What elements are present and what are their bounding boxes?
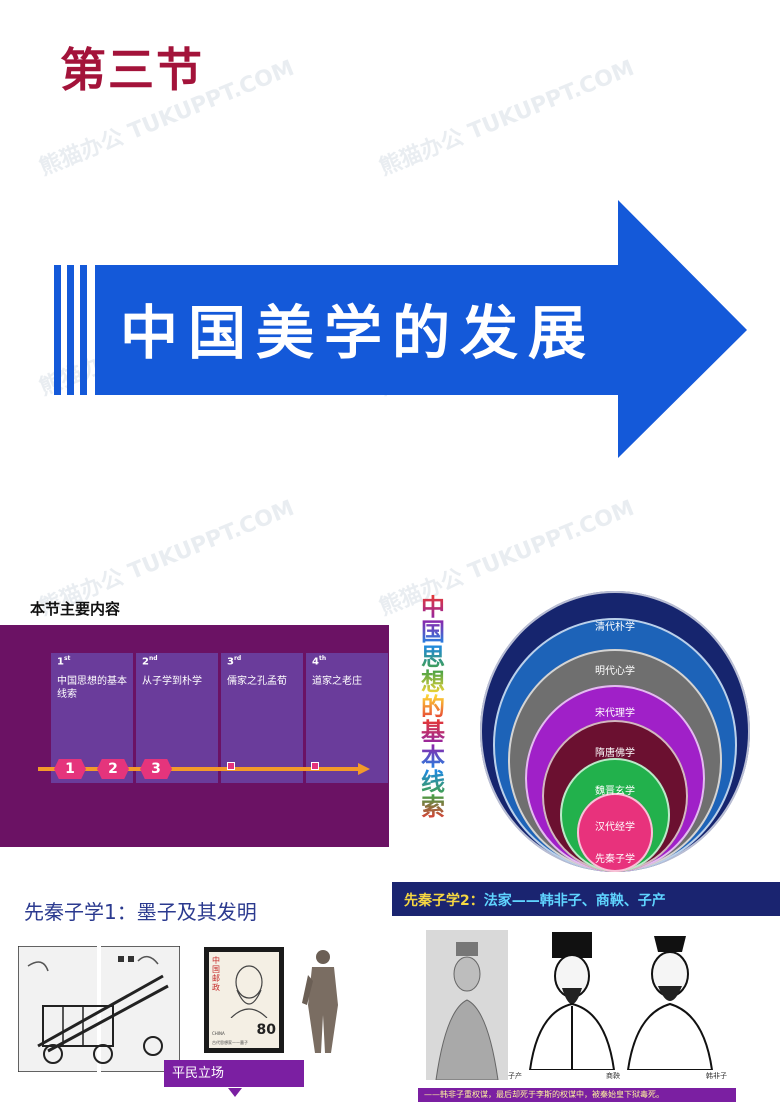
stamp-caption: 古代思想家——墨子 xyxy=(212,1040,248,1045)
portrait-label-hanfeizi: 韩非子 xyxy=(706,1072,727,1080)
shangyang-portrait xyxy=(526,930,618,1070)
hanfeizi-portrait xyxy=(624,930,716,1070)
vertical-title: 中国思想的基本线索 xyxy=(418,595,448,820)
watermark: 熊猫办公 TUKUPPT.COM xyxy=(376,55,638,181)
legalist-title-prefix: 先秦子学2： xyxy=(404,893,484,909)
ring-label: 汉代经学 xyxy=(595,822,635,833)
step-marker-2: 2 xyxy=(97,759,129,779)
portrait-label-zichan: 子产 xyxy=(508,1072,522,1080)
portrait-label-shangyang: 商鞅 xyxy=(606,1072,620,1080)
legalist-title: 先秦子学2：法家——韩非子、商鞅、子产 xyxy=(404,890,666,910)
stamp-brand: CHINA xyxy=(212,1031,225,1036)
mozi-title: 先秦子学1：墨子及其发明 xyxy=(24,900,257,924)
plebeian-stance-tag: 平民立场 xyxy=(164,1060,304,1087)
ordinal: 3 xyxy=(227,656,234,668)
legalist-title-bar xyxy=(392,882,780,916)
stamp-country: 中国邮政 xyxy=(212,956,220,992)
ordinal-suffix: th xyxy=(318,655,327,662)
ring-label: 隋唐佛学 xyxy=(595,748,635,759)
ring-label: 先秦子学 xyxy=(595,854,635,865)
tag-pointer xyxy=(228,1088,242,1097)
step-marker-1: 1 xyxy=(54,759,86,779)
ordinal-suffix: st xyxy=(63,655,71,662)
mozi-statue xyxy=(302,950,338,1053)
ordinal-suffix: rd xyxy=(233,655,242,662)
section-title: 第三节 xyxy=(60,43,204,97)
column-text: 道家之老庄 xyxy=(312,676,362,687)
ordinal: 4 xyxy=(312,656,319,668)
column-text: 中国思想的基本线索 xyxy=(57,676,127,700)
timeline-arrowhead xyxy=(358,763,370,775)
ring-label: 宋代理学 xyxy=(595,708,635,719)
content-column-4: 4th 道家之老庄 xyxy=(306,653,388,783)
ring-7 xyxy=(577,792,653,872)
timeline-dot xyxy=(311,762,319,770)
column-text: 儒家之孔孟荀 xyxy=(227,676,287,687)
ring-label: 清代朴学 xyxy=(595,622,635,633)
timeline-line xyxy=(38,767,363,771)
mozi-portrait xyxy=(230,965,268,1018)
hanfeizi-caption: ——韩非子重权谋，最后却死于李斯的权谋中，被秦始皇下狱毒死。 xyxy=(418,1088,736,1102)
banner-arrow xyxy=(54,200,747,458)
banner-title: 中国美学的发展 xyxy=(120,299,597,367)
stamp-price: 80 xyxy=(256,1022,276,1038)
ordinal-suffix: nd xyxy=(148,655,158,662)
content-column-3: 3rd 儒家之孔孟荀 xyxy=(221,653,303,783)
ring-label: 明代心学 xyxy=(595,666,635,677)
legalist-title-names: 法家——韩非子、商鞅、子产 xyxy=(483,893,666,909)
ordinal: 2 xyxy=(142,656,149,668)
step-marker-3: 3 xyxy=(140,759,172,779)
content-heading: 本节主要内容 xyxy=(30,600,121,618)
siege-machine-drawing xyxy=(18,946,180,1072)
zichan-portrait xyxy=(426,930,508,1080)
ring-label: 魏晋玄学 xyxy=(595,786,635,797)
mozi-stamp: 中国邮政 80 古代思想家——墨子 CHINA xyxy=(204,947,284,1053)
thought-rings: 清代朴学明代心学宋代理学隋唐佛学魏晋玄学汉代经学先秦子学 xyxy=(480,591,750,877)
ordinal: 1 xyxy=(57,656,64,668)
column-text: 从子学到朴学 xyxy=(142,676,202,687)
timeline-dot xyxy=(227,762,235,770)
